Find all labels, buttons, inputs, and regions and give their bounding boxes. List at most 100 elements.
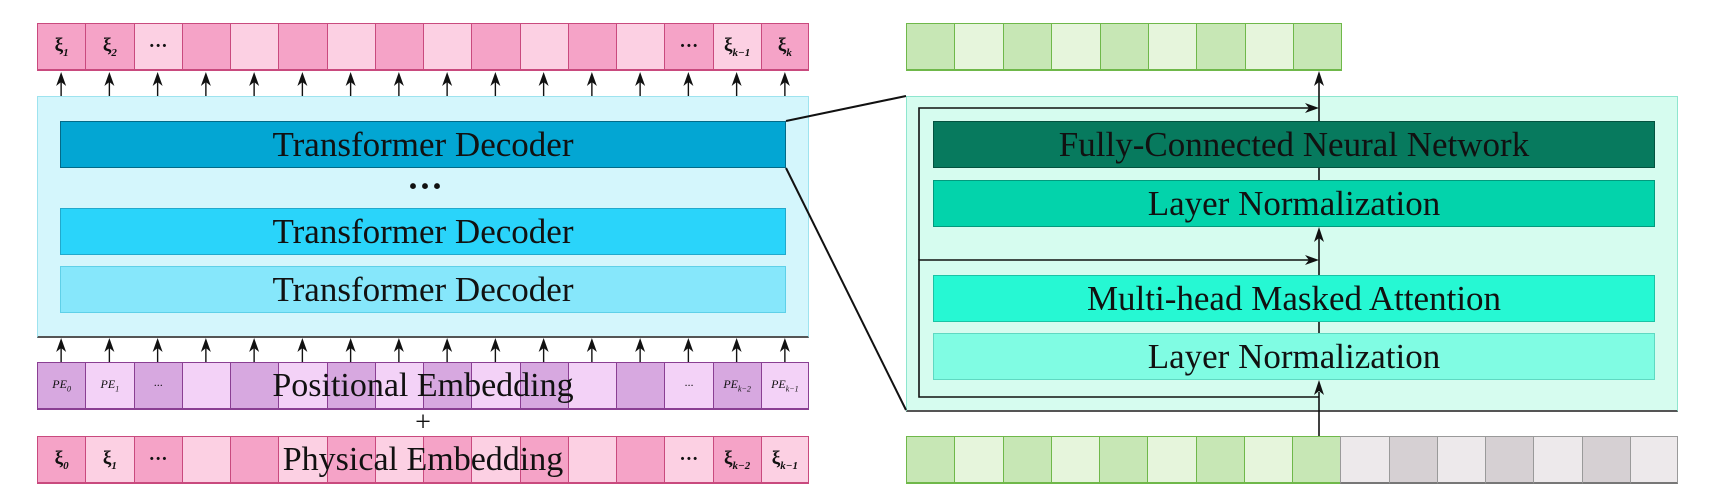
phys-token-13: ··· <box>664 436 713 484</box>
embedding-input-arrowhead-8 <box>442 338 453 352</box>
masked-cell-9 <box>1340 436 1389 484</box>
pe-token-15: PEk−1 <box>760 362 809 410</box>
masked-cell-12 <box>1485 436 1534 484</box>
phys-token-10 <box>519 436 568 484</box>
masked-cell-10 <box>1388 436 1437 484</box>
output-emb-cell-1 <box>954 23 1003 71</box>
input-embedding-row <box>906 436 1678 484</box>
decoder-output-arrowhead-15 <box>779 72 790 86</box>
decoder-output-arrowhead-6 <box>345 72 356 86</box>
token-symbol: ξk <box>777 34 792 59</box>
input-emb-cell-6 <box>1195 436 1244 484</box>
token-symbol: ξ1 <box>54 34 69 59</box>
transformer-decoder-top: Transformer Decoder <box>60 121 786 168</box>
embedding-input-arrowhead-15 <box>779 338 790 352</box>
output-token-5 <box>278 23 327 71</box>
decoder-output-arrowhead-10 <box>538 72 549 86</box>
phys-token-2: ··· <box>133 436 182 484</box>
decoder-output-arrowhead-5 <box>297 72 308 86</box>
output-embedding-row <box>906 23 1342 71</box>
token-subscript: 1 <box>63 46 69 59</box>
layer-normalization-top-block: Layer Normalization <box>933 180 1655 227</box>
decoder-output-arrowhead-4 <box>249 72 260 86</box>
pe-token-11 <box>567 362 616 410</box>
decoder-output-arrowhead-1 <box>104 72 115 86</box>
input-emb-cell-7 <box>1243 436 1292 484</box>
token-symbol: ··· <box>153 378 163 392</box>
token-symbol: ξ2 <box>102 34 117 59</box>
token-subscript: k−2 <box>737 384 751 394</box>
output-token-14: ξk−1 <box>712 23 761 71</box>
embedding-input-arrowhead-9 <box>490 338 501 352</box>
decoder-output-arrowhead-9 <box>490 72 501 86</box>
decoder-ellipsis: ··· <box>406 166 444 206</box>
token-subscript: 2 <box>111 46 117 59</box>
pe-token-3 <box>181 362 230 410</box>
multi-head-masked-attention-block: Multi-head Masked Attention <box>933 275 1655 322</box>
decoder-output-arrowhead-12 <box>635 72 646 86</box>
zoom-line-top <box>785 95 907 122</box>
token-symbol: ··· <box>684 378 694 392</box>
phys-token-3 <box>181 436 230 484</box>
phys-token-0: ξ0 <box>37 436 86 484</box>
pe-token-9 <box>471 362 520 410</box>
token-symbol: ··· <box>679 35 699 57</box>
decoder-output-arrowhead-14 <box>731 72 742 86</box>
token-subscript: k−1 <box>732 46 751 59</box>
embedding-input-arrowhead-11 <box>586 338 597 352</box>
phys-token-12 <box>616 436 665 484</box>
token-symbol: ··· <box>679 448 699 470</box>
pe-token-6 <box>326 362 375 410</box>
embedding-input-arrowhead-2 <box>152 338 163 352</box>
pe-token-14: PEk−2 <box>712 362 761 410</box>
masked-cell-11 <box>1436 436 1485 484</box>
output-emb-cell-6 <box>1196 23 1245 71</box>
pe-token-0: PE0 <box>37 362 86 410</box>
output-token-4 <box>230 23 279 71</box>
pe-token-4 <box>230 362 279 410</box>
output-token-9 <box>471 23 520 71</box>
input-emb-cell-1 <box>954 436 1003 484</box>
input-emb-cell-8 <box>1292 436 1341 484</box>
embedding-input-arrowhead-10 <box>538 338 549 352</box>
output-emb-cell-3 <box>1051 23 1100 71</box>
output-token-12 <box>616 23 665 71</box>
input-emb-cell-3 <box>1050 436 1099 484</box>
pe-token-8 <box>423 362 472 410</box>
decoder-output-arrowhead-7 <box>393 72 404 86</box>
positional-embedding-label: Positional Embedding <box>272 367 574 404</box>
token-subscript: k−2 <box>732 459 751 472</box>
embedding-input-arrowhead-13 <box>683 338 694 352</box>
layer-normalization-bottom-block: Layer Normalization <box>933 333 1655 380</box>
output-emb-cell-7 <box>1244 23 1294 71</box>
pe-token-12 <box>616 362 665 410</box>
decoder-output-arrowhead-3 <box>200 72 211 86</box>
embedding-input-arrowhead-3 <box>200 338 211 352</box>
output-emb-cell-5 <box>1147 23 1197 71</box>
decoder-output-arrowhead-0 <box>56 72 67 86</box>
embedding-input-arrowhead-14 <box>731 338 742 352</box>
fully-connected-network-block: Fully-Connected Neural Network <box>933 121 1655 168</box>
phys-token-8 <box>423 436 472 484</box>
embedding-input-arrowhead-4 <box>249 338 260 352</box>
output-token-1: ξ2 <box>85 23 134 71</box>
phys-token-11 <box>567 436 616 484</box>
pe-token-7 <box>374 362 423 410</box>
embedding-input-arrowhead-6 <box>345 338 356 352</box>
token-symbol: ξk−2 <box>724 447 751 472</box>
token-symbol: PE0 <box>52 377 71 394</box>
physical-embedding-label: Physical Embedding <box>282 441 564 478</box>
token-subscript: k−1 <box>785 384 799 394</box>
output-emb-cell-4 <box>1099 23 1148 71</box>
output-token-8 <box>423 23 472 71</box>
decoder-output-arrowhead-8 <box>442 72 453 86</box>
residual-connections <box>918 82 1320 436</box>
token-subscript: 0 <box>63 459 69 472</box>
pe-token-2: ··· <box>133 362 182 410</box>
output-token-15: ξk <box>760 23 809 71</box>
output-emb-cell-2 <box>1002 23 1052 71</box>
embedding-input-arrowhead-7 <box>393 338 404 352</box>
decoder-output-arrowhead-11 <box>586 72 597 86</box>
